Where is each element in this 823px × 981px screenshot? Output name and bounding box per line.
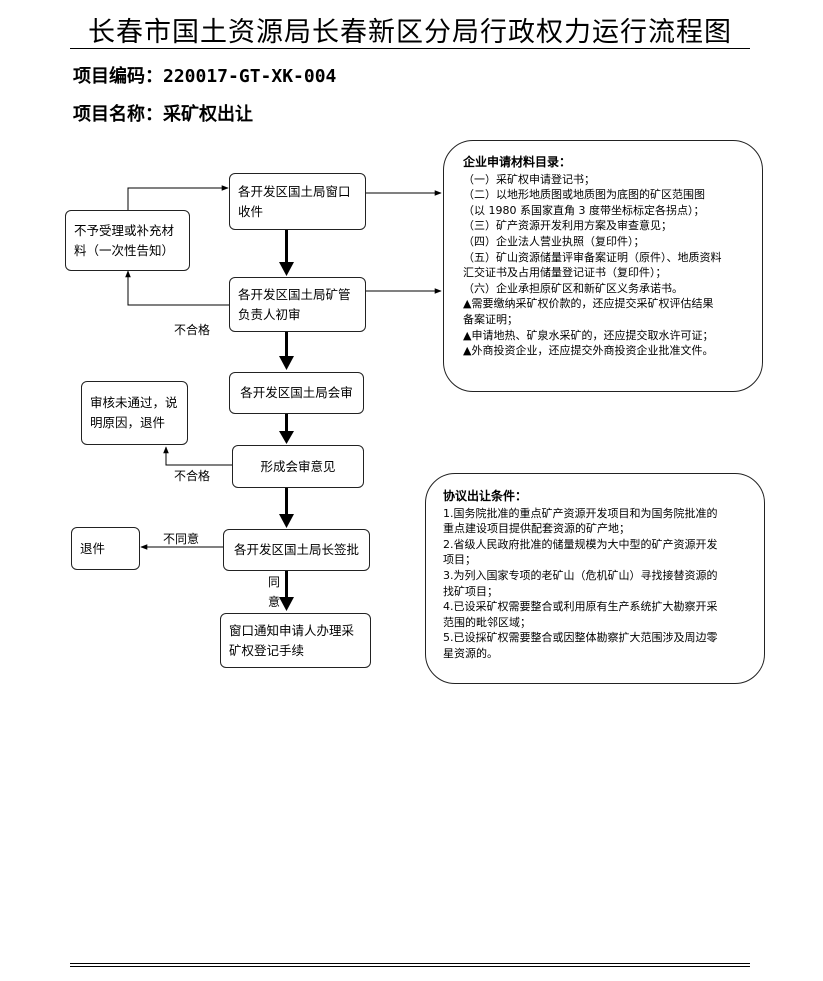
materials-item: （五）矿山资源储量评审备案证明（原件）、地质资料 xyxy=(463,250,722,264)
rejected-box: 审核未通过，说明原因，退件 xyxy=(81,381,188,445)
conditions-heading: 协议出让条件： xyxy=(443,489,528,503)
conditions-item: 项目； xyxy=(443,553,476,567)
project-name: 项目名称：采矿权出让 xyxy=(73,100,253,126)
materials-item: （六）企业承担原矿区和新矿区义务承诺书。 xyxy=(463,281,683,295)
materials-item: 备案证明； xyxy=(463,312,518,326)
joint-review-box: 各开发区国土局会审 xyxy=(229,372,364,414)
project-code-value: 220017-GT-XK-004 xyxy=(163,66,337,87)
project-name-value: 采矿权出让 xyxy=(163,104,253,125)
conditions-panel: 协议出让条件： 1.国务院批准的重点矿产资源开发项目和为国务院批准的 重点建设项… xyxy=(425,473,765,684)
materials-item: ▲需要缴纳采矿权价款的，还应提交采矿权评估结果 xyxy=(463,297,714,311)
materials-panel: 企业申请材料目录： （一）采矿权申请登记书； （二）以地形地质图或地质图为底图的… xyxy=(443,140,763,392)
conditions-item: 范围的毗邻区域； xyxy=(443,615,531,629)
materials-item: （四）企业法人营业执照（复印件）； xyxy=(463,234,645,248)
materials-item: 汇交证书及占用储量登记证书（复印件）； xyxy=(463,266,667,280)
conditions-item: 3.为列入国家专项的老矿山（危机矿山）寻找接替资源的 xyxy=(443,568,718,582)
review-opinion-box: 形成会审意见 xyxy=(232,445,364,488)
label-agree: 同意 xyxy=(267,575,280,609)
title-divider xyxy=(70,48,750,49)
supplement-box: 不予受理或补充材料（一次性告知） xyxy=(65,210,190,271)
footer-divider xyxy=(70,963,750,964)
materials-item: （三）矿产资源开发利用方案及审查意见； xyxy=(463,219,672,233)
conditions-item: 1.国务院批准的重点矿产资源开发项目和为国务院批准的 xyxy=(443,506,718,520)
materials-item: （以 1980 系国家直角 3 度带坐标标定各拐点）； xyxy=(463,203,705,217)
initial-review-box: 各开发区国土局矿管负责人初审 xyxy=(229,277,366,332)
materials-item: ▲申请地热、矿泉水采矿的，还应提交取水许可证； xyxy=(463,328,714,342)
materials-item: （一）采矿权申请登记书； xyxy=(463,172,595,186)
project-name-label: 项目名称： xyxy=(73,104,163,125)
page-title: 长春市国土资源局长春新区分局行政权力运行流程图 xyxy=(88,17,732,48)
conditions-item: 2.省级人民政府批准的储量规模为大中型的矿产资源开发 xyxy=(443,537,718,551)
director-sign-box: 各开发区国土局长签批 xyxy=(223,529,370,571)
label-fail-1: 不合格 xyxy=(174,323,211,337)
label-disagree: 不同意 xyxy=(163,532,200,546)
fail-line-2 xyxy=(163,446,232,466)
conditions-item: 星资源的。 xyxy=(443,646,498,660)
notify-box: 窗口通知申请人办理采矿权登记手续 xyxy=(220,613,371,668)
label-fail-2: 不合格 xyxy=(174,469,211,483)
conditions-item: 5.已设採矿权需要整合或因整体勘察扩大范围涉及周边零 xyxy=(443,631,718,645)
conditions-item: 重点建设项目提供配套资源的矿产地； xyxy=(443,522,630,536)
project-code-label: 项目编码： xyxy=(73,66,163,87)
main-flow-arrows xyxy=(279,230,294,611)
fail-line-1 xyxy=(125,270,230,306)
project-code: 项目编码：220017-GT-XK-004 xyxy=(73,62,336,88)
window-intake-box: 各开发区国土局窗口收件 xyxy=(229,173,366,230)
return-box: 退件 xyxy=(71,527,140,570)
conditions-item: 4.已设采矿权需要整合或利用原有生产系统扩大勘察开采 xyxy=(443,600,718,614)
resubmit-line xyxy=(127,185,229,210)
conditions-item: 找矿项目； xyxy=(443,584,498,598)
materials-item: ▲外商投资企业，还应提交外商投资企业批准文件。 xyxy=(463,344,714,358)
materials-item: （二）以地形地质图或地质图为底图的矿区范围图 xyxy=(463,188,705,202)
materials-heading: 企业申请材料目录： xyxy=(463,155,572,169)
footer-divider xyxy=(70,966,750,967)
